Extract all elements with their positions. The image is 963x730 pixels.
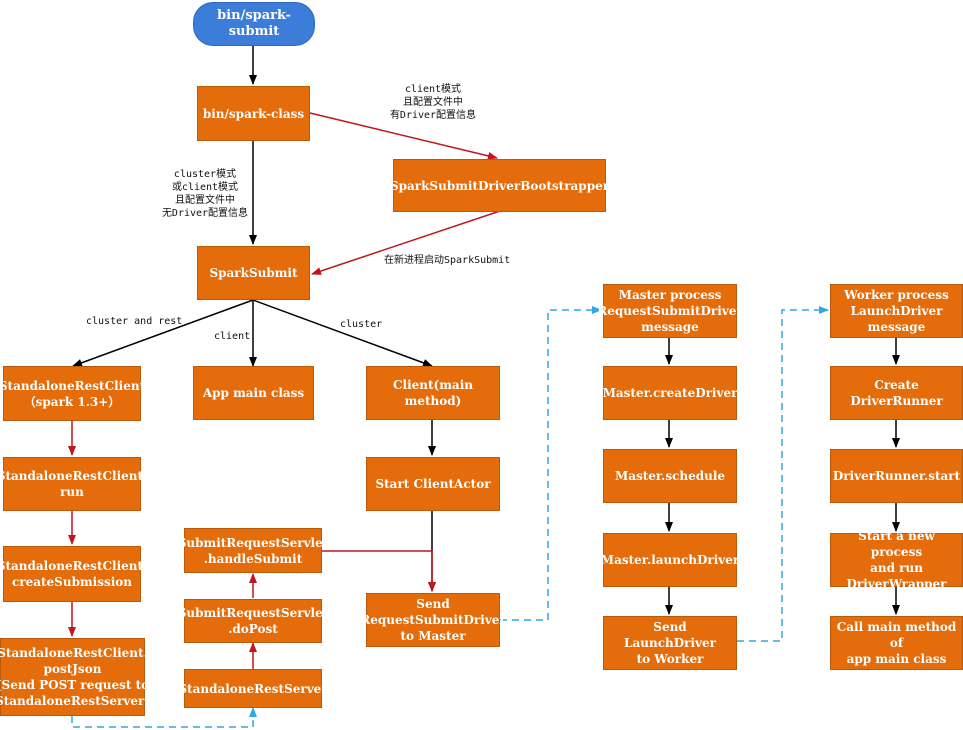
edge-bootstrapper-to-sparksubmit bbox=[311, 210, 501, 275]
master-schedule-node: Master.schedule bbox=[603, 449, 737, 503]
servlet-handle-node: SubmitRequestServlet .handleSubmit bbox=[178, 528, 328, 573]
rest-server-node: StandaloneRestServer bbox=[178, 669, 328, 708]
label-client-mode: client模式 且配置文件中 有Driver配置信息 bbox=[389, 84, 477, 121]
spark-submit-script-node: bin/spark-submit bbox=[193, 2, 315, 46]
master-launch-node: Master.launchDriver bbox=[601, 533, 739, 587]
worker-process-node: Worker process LaunchDriver message bbox=[830, 284, 963, 338]
edge-send-to-master bbox=[500, 306, 602, 621]
new-process-node: Start a new process and run DriverWrappe… bbox=[830, 529, 963, 591]
edge-launch-to-worker bbox=[737, 306, 829, 642]
create-runner-node: Create DriverRunner bbox=[830, 366, 963, 420]
start-client-actor-node: Start ClientActor bbox=[366, 457, 500, 511]
app-main-class-node: App main class bbox=[193, 366, 314, 420]
rest-client-post-node: StandaloneRestClient. postJson (Send POS… bbox=[0, 638, 150, 716]
edge-class-to-bootstrapper bbox=[309, 112, 498, 160]
label-cluster-mode: cluster模式 或client模式 且配置文件中 无Driver配置信息 bbox=[161, 169, 249, 219]
call-main-node: Call main method of app main class bbox=[830, 616, 963, 670]
master-create-node: Master.createDriver bbox=[603, 366, 737, 420]
edge-handle-to-send bbox=[322, 550, 436, 592]
label-cluster-and-rest: cluster and rest bbox=[86, 316, 183, 327]
label-cluster: cluster bbox=[340, 319, 383, 330]
runner-start-node: DriverRunner.start bbox=[830, 449, 963, 503]
spark-class-node: bin/spark-class bbox=[197, 86, 310, 141]
edge-post-to-server bbox=[71, 707, 257, 728]
send-request-node: Send RequestSubmitDriver to Master bbox=[360, 593, 506, 647]
label-new-process: 在新进程启动SparkSubmit bbox=[384, 255, 511, 266]
rest-client-create-node: StandaloneRestClient. createSubmission bbox=[0, 546, 147, 602]
sparksubmit-node: SparkSubmit bbox=[197, 246, 310, 300]
servlet-dopost-node: SubmitRequestServlet .doPost bbox=[178, 599, 328, 643]
client-main-node: Client(main method) bbox=[366, 366, 500, 420]
edge-sparksubmit-to-restclient bbox=[72, 299, 254, 367]
label-client: client bbox=[214, 331, 251, 342]
bootstrapper-node: SparkSubmitDriverBootstrapper bbox=[390, 159, 609, 212]
rest-client-run-node: StandaloneRestClient. run bbox=[0, 457, 147, 511]
rest-client-node: StandaloneRestClient （spark 1.3+） bbox=[0, 366, 145, 421]
send-launch-node: Send LaunchDriver to Worker bbox=[603, 616, 737, 670]
edge-sparksubmit-to-clientmain bbox=[252, 299, 433, 367]
master-process-node: Master process RequestSubmitDriver messa… bbox=[597, 284, 743, 338]
